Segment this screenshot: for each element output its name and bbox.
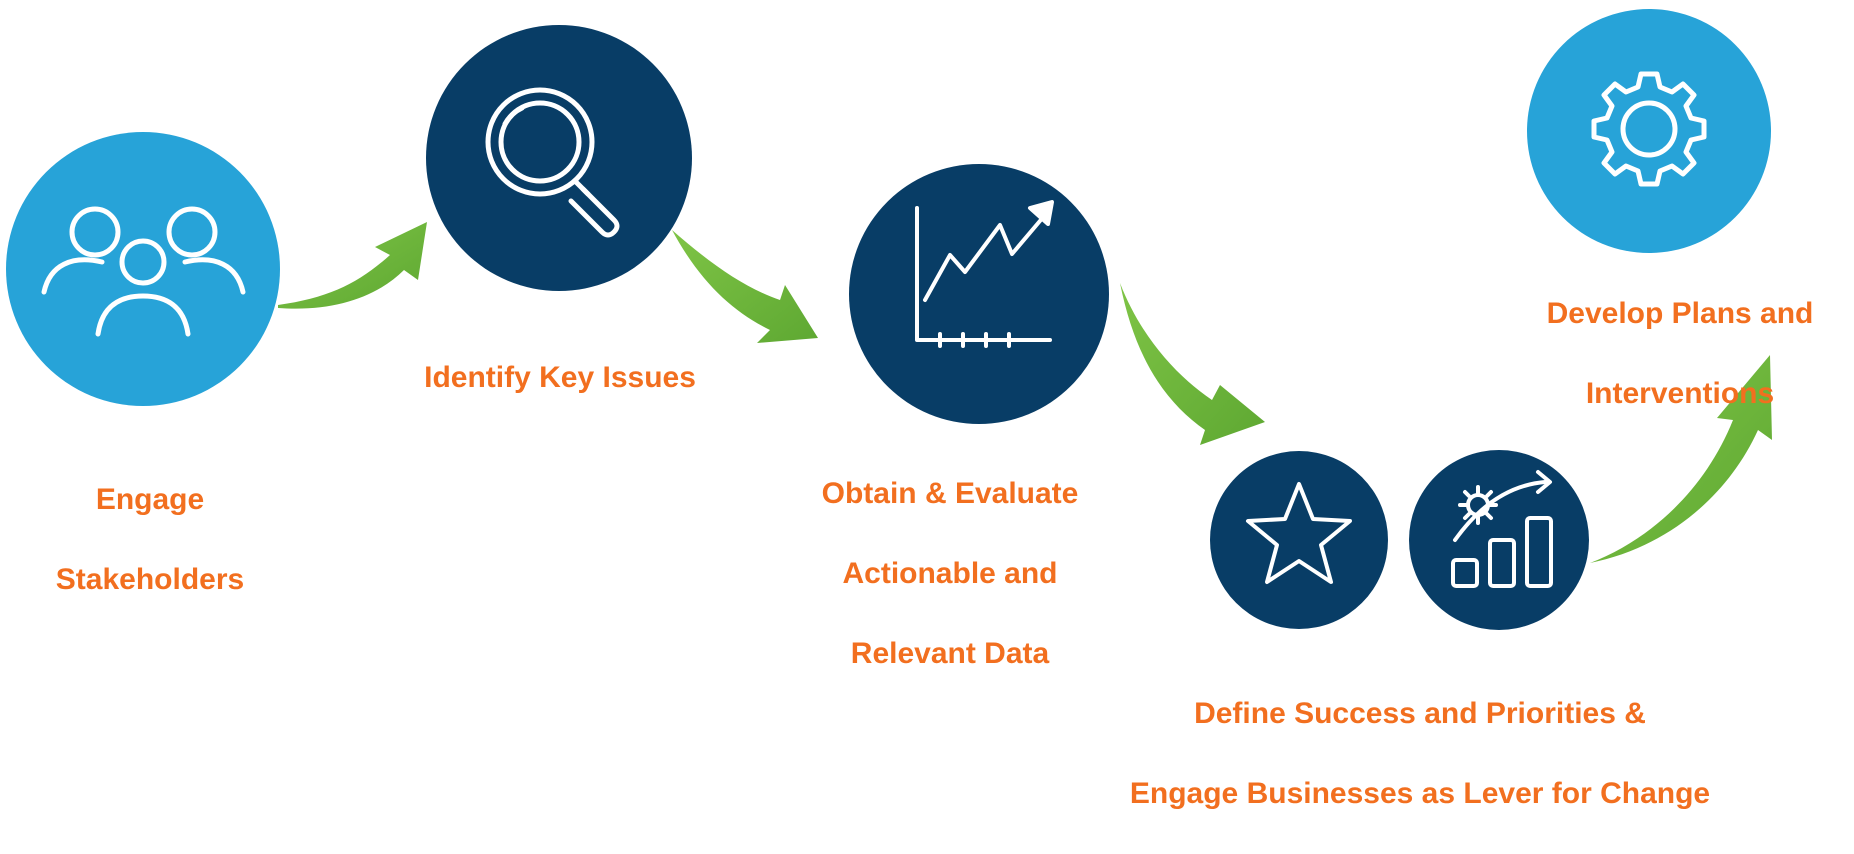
- arrow-2: [672, 230, 818, 343]
- line-chart-icon: [915, 200, 1054, 348]
- growth-bar-chart-icon: [1451, 470, 1553, 588]
- label-line: Develop Plans and: [1546, 297, 1814, 330]
- label-line: Relevant Data: [850, 637, 1050, 670]
- engage-stakeholders-label: Engage Stakeholders: [30, 440, 270, 640]
- arrow-4: [1590, 355, 1772, 563]
- label-line: Engage: [95, 483, 205, 516]
- star-icon: [1246, 482, 1352, 584]
- define-success-label: Define Success and Priorities & Engage B…: [1050, 654, 1790, 854]
- gear-icon: [1591, 71, 1707, 187]
- engage-circle: [6, 132, 280, 406]
- develop-plans-label: Develop Plans and Interventions: [1510, 254, 1850, 454]
- define-star-circle: [1210, 451, 1388, 629]
- arrow-1: [278, 222, 427, 309]
- label-line: Interventions: [1585, 377, 1775, 410]
- people-group-icon: [41, 206, 246, 337]
- label-line: Obtain & Evaluate: [821, 477, 1079, 510]
- label-line: Engage Businesses as Lever for Change: [1129, 777, 1711, 810]
- obtain-evaluate-data-label: Obtain & Evaluate Actionable and Relevan…: [790, 434, 1110, 714]
- label-line: Actionable and: [842, 557, 1058, 590]
- identify-circle: [426, 25, 692, 291]
- obtain-circle: [849, 164, 1109, 424]
- label-line: Stakeholders: [55, 563, 245, 596]
- label-line: Define Success and Priorities &: [1194, 697, 1646, 730]
- develop-circle: [1527, 9, 1771, 253]
- identify-key-issues-label: Identify Key Issues: [385, 318, 735, 438]
- arrow-3: [1120, 283, 1265, 445]
- process-diagram: [6, 9, 1772, 630]
- magnifying-glass-icon: [485, 87, 620, 238]
- label-line: Identify Key Issues: [424, 361, 696, 394]
